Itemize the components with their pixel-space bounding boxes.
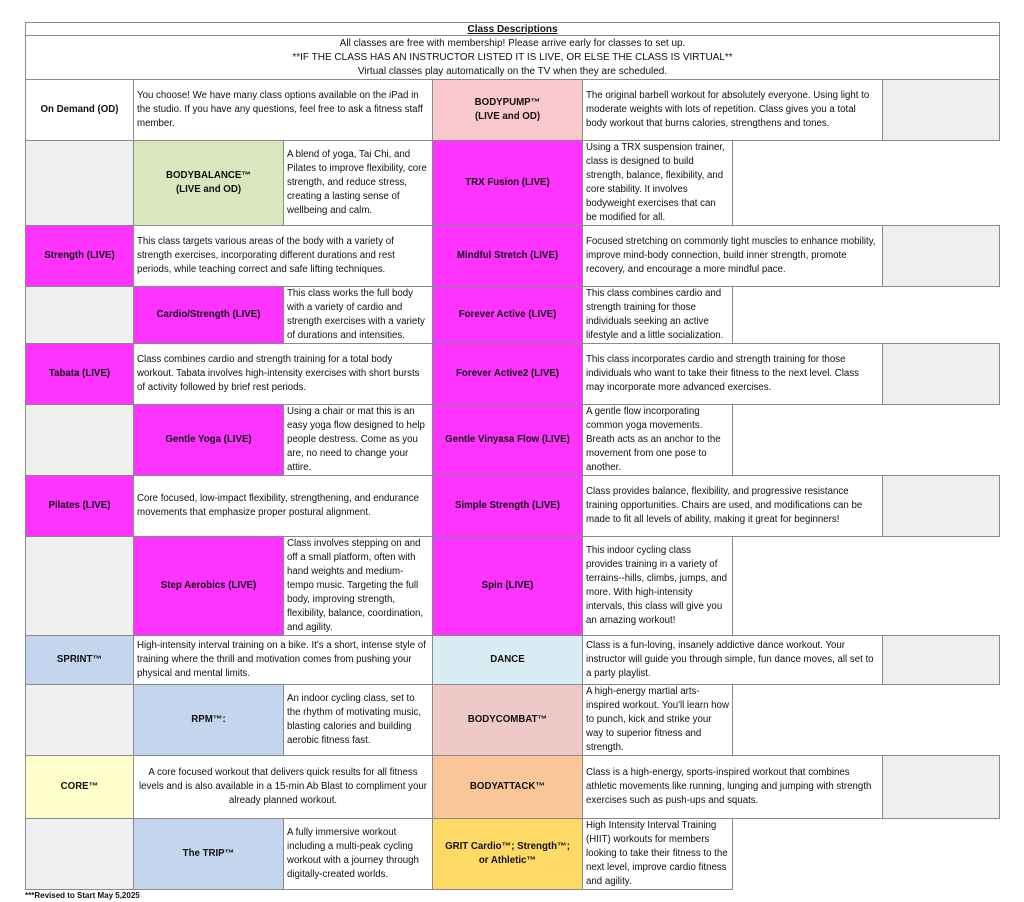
class-name-tabata-live: Tabata (LIVE) bbox=[25, 343, 134, 405]
class-name-bodypump: BODYPUMP™(LIVE and OD) bbox=[432, 79, 583, 141]
class-name-cardio-strength-live: Cardio/Strength (LIVE) bbox=[133, 286, 284, 344]
notice-line-live-or-virtual: **IF THE CLASS HAS AN INSTRUCTOR LISTED … bbox=[292, 51, 733, 63]
class-name-core: CORE™ bbox=[25, 755, 134, 819]
class-description: Class combines cardio and strength train… bbox=[133, 343, 433, 405]
class-name-spin-live: Spin (LIVE) bbox=[432, 536, 583, 636]
empty-cell bbox=[25, 286, 134, 344]
class-descriptions-sheet: Class Descriptions All classes are free … bbox=[24, 22, 1001, 902]
class-description: A blend of yoga, Tai Chi, and Pilates to… bbox=[283, 140, 433, 226]
notice-banner: All classes are free with membership! Pl… bbox=[24, 35, 1001, 80]
class-name-step-aerobics-live: Step Aerobics (LIVE) bbox=[133, 536, 284, 636]
sheet-title: Class Descriptions bbox=[24, 22, 1001, 36]
class-description: Using a chair or mat this is an easy yog… bbox=[283, 404, 433, 476]
class-description: Core focused, low-impact flexibility, st… bbox=[133, 475, 433, 537]
empty-cell bbox=[881, 225, 1001, 287]
empty-cell bbox=[25, 818, 134, 890]
empty-cell bbox=[25, 684, 134, 756]
class-description: High-intensity interval training on a bi… bbox=[133, 635, 433, 685]
class-description: You choose! We have many class options a… bbox=[133, 79, 433, 141]
class-name-bodyattack: BODYATTACK™ bbox=[432, 755, 583, 819]
class-row: BODYBALANCE™(LIVE and OD)A blend of yoga… bbox=[25, 140, 1000, 226]
class-row: Step Aerobics (LIVE)Class involves stepp… bbox=[25, 536, 1000, 636]
class-description: This class targets various areas of the … bbox=[133, 225, 433, 287]
class-description: Class is a high-energy, sports-inspired … bbox=[582, 755, 883, 819]
empty-cell bbox=[25, 140, 134, 226]
class-description: An indoor cycling class, set to the rhyt… bbox=[283, 684, 433, 756]
class-name-rpm: RPM™: bbox=[133, 684, 284, 756]
class-description: Class provides balance, flexibility, and… bbox=[582, 475, 883, 537]
class-row: Strength (LIVE)This class targets variou… bbox=[25, 225, 1001, 287]
class-table: Class Descriptions All classes are free … bbox=[24, 22, 1001, 890]
class-name-forever-active-live: Forever Active (LIVE) bbox=[432, 286, 583, 344]
class-name-forever-active2-live: Forever Active2 (LIVE) bbox=[432, 343, 583, 405]
class-name-bodycombat: BODYCOMBAT™ bbox=[432, 684, 583, 756]
class-name-dance: DANCE bbox=[432, 635, 583, 685]
class-row: Pilates (LIVE)Core focused, low-impact f… bbox=[25, 475, 1001, 537]
class-name-strength-live: Strength (LIVE) bbox=[25, 225, 134, 287]
class-description: Using a TRX suspension trainer, class is… bbox=[582, 140, 733, 226]
empty-cell bbox=[881, 755, 1001, 819]
empty-cell bbox=[881, 475, 1001, 537]
revision-note: ***Revised to Start May 5,2025 bbox=[25, 891, 140, 900]
class-row: RPM™:An indoor cycling class, set to the… bbox=[25, 684, 1000, 756]
class-name-trx-fusion-live: TRX Fusion (LIVE) bbox=[432, 140, 583, 226]
empty-cell bbox=[25, 536, 134, 636]
class-description: High Intensity Interval Training (HIIT) … bbox=[582, 818, 733, 890]
class-name-on-demand-od: On Demand (OD) bbox=[25, 79, 134, 141]
class-description: Focused stretching on commonly tight mus… bbox=[582, 225, 883, 287]
class-description: This indoor cycling class provides train… bbox=[582, 536, 733, 636]
class-description: Class involves stepping on and off a sma… bbox=[283, 536, 433, 636]
class-description: A high-energy martial arts-inspired work… bbox=[582, 684, 733, 756]
class-name-simple-strength-live: Simple Strength (LIVE) bbox=[432, 475, 583, 537]
empty-cell bbox=[881, 343, 1001, 405]
class-description: A gentle flow incorporating common yoga … bbox=[582, 404, 733, 476]
class-name-sprint: SPRINT™ bbox=[25, 635, 134, 685]
class-description: Class is a fun-loving, insanely addictiv… bbox=[582, 635, 883, 685]
empty-cell bbox=[881, 635, 1001, 685]
class-description: A fully immersive workout including a mu… bbox=[283, 818, 433, 890]
class-name-gentle-yoga-live: Gentle Yoga (LIVE) bbox=[133, 404, 284, 476]
class-name-gentle-vinyasa-flow-live: Gentle Vinyasa Flow (LIVE) bbox=[432, 404, 583, 476]
empty-cell bbox=[25, 404, 134, 476]
class-row: Gentle Yoga (LIVE)Using a chair or mat t… bbox=[25, 404, 1000, 476]
class-description: This class incorporates cardio and stren… bbox=[582, 343, 883, 405]
class-row: On Demand (OD)You choose! We have many c… bbox=[25, 79, 1001, 141]
class-name-the-trip: The TRIP™ bbox=[133, 818, 284, 890]
notice-line-membership: All classes are free with membership! Pl… bbox=[339, 37, 686, 49]
empty-cell bbox=[881, 79, 1001, 141]
class-name-bodybalance: BODYBALANCE™(LIVE and OD) bbox=[133, 140, 284, 226]
class-name-pilates-live: Pilates (LIVE) bbox=[25, 475, 134, 537]
class-description: A core focused workout that delivers qui… bbox=[133, 755, 433, 819]
class-name-mindful-stretch-live: Mindful Stretch (LIVE) bbox=[432, 225, 583, 287]
class-row: Cardio/Strength (LIVE)This class works t… bbox=[25, 286, 1000, 344]
class-name-grit-cardio-strength: GRIT Cardio™; Strength™;or Athletic™ bbox=[432, 818, 583, 890]
class-row: Tabata (LIVE)Class combines cardio and s… bbox=[25, 343, 1001, 405]
class-description: This class combines cardio and strength … bbox=[582, 286, 733, 344]
notice-line-virtual-tv: Virtual classes play automatically on th… bbox=[357, 65, 668, 77]
class-description: This class works the full body with a va… bbox=[283, 286, 433, 344]
class-description: The original barbell workout for absolut… bbox=[582, 79, 883, 141]
